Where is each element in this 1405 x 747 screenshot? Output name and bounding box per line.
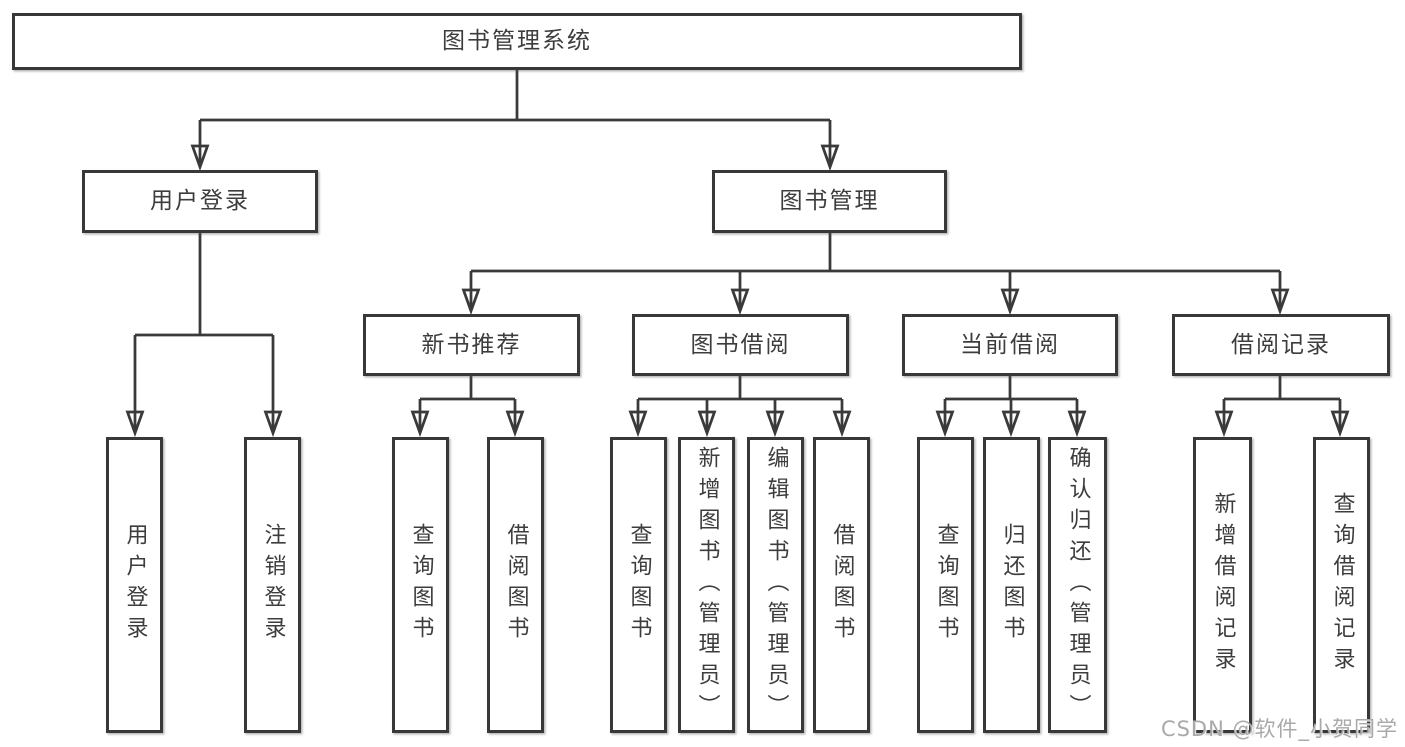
edges-current-borrow-children	[935, 376, 1087, 438]
node-borrowing-records: 借阅记录	[1172, 314, 1390, 376]
node-book-management: 图书管理	[712, 170, 947, 233]
leaf-query-borrow-record: 查询借阅记录	[1313, 437, 1370, 733]
leaf-add-borrow-record: 新增借阅记录	[1193, 437, 1252, 733]
node-library-system: 图书管理系统	[12, 13, 1022, 70]
leaf-logout: 注销登录	[244, 437, 301, 733]
leaf-return-books: 归还图书	[983, 437, 1040, 733]
leaf-borrow-books-2: 借阅图书	[813, 437, 870, 733]
edges-new-book-rec-children	[410, 376, 525, 438]
leaf-query-books-3: 查询图书	[917, 437, 974, 733]
leaf-query-books-1: 查询图书	[392, 437, 449, 733]
edges-user-login-children	[125, 233, 283, 438]
watermark: CSDN @软件_小贺同学	[1160, 717, 1398, 741]
node-current-borrowing: 当前借阅	[902, 314, 1118, 376]
node-user-login: 用户登录	[82, 170, 318, 233]
leaf-confirm-return-admin: 确认归还（管理员）	[1048, 437, 1107, 733]
leaf-add-books-admin: 新增图书（管理员）	[678, 437, 735, 733]
node-new-book-recommendation: 新书推荐	[363, 314, 580, 376]
edges-book-borrow-children	[628, 376, 852, 438]
edges-root-to-level1	[190, 70, 840, 172]
leaf-edit-books-admin: 编辑图书（管理员）	[747, 437, 804, 733]
leaf-borrow-books-1: 借阅图书	[487, 437, 544, 733]
node-book-borrowing: 图书借阅	[632, 314, 849, 376]
leaf-user-login: 用户登录	[106, 437, 163, 733]
edges-book-management-children	[461, 233, 1290, 316]
edges-borrow-records-children	[1214, 376, 1350, 438]
leaf-query-books-2: 查询图书	[610, 437, 667, 733]
